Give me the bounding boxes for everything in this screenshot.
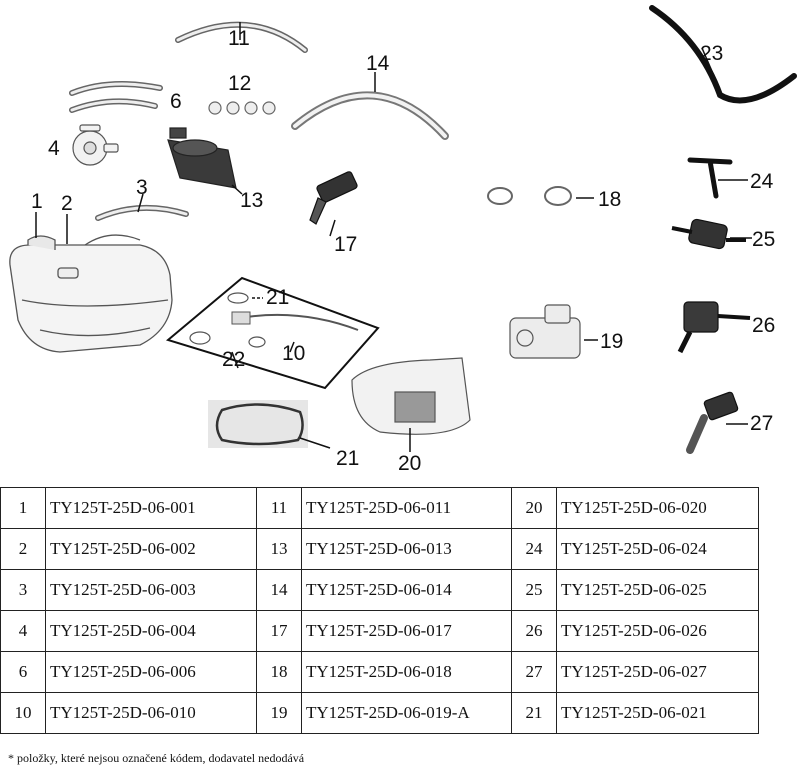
- gasket-21-drawing: [208, 400, 331, 449]
- fuel-pump-19-drawing: [509, 304, 581, 359]
- hoses-6-drawing: [69, 81, 163, 113]
- callout-26: 26: [752, 314, 775, 337]
- canister-13-drawing: [167, 127, 237, 189]
- part-code: TY125T-25D-06-006: [45, 651, 257, 693]
- callout-25: 25: [752, 228, 775, 251]
- callout-11: 11: [228, 27, 250, 50]
- sender-kit-10-drawing: [165, 276, 380, 390]
- item-number: 4: [0, 610, 46, 652]
- table-row: 2 TY125T-25D-06-002 13 TY125T-25D-06-013…: [0, 528, 759, 570]
- callout-17: 17: [334, 233, 357, 256]
- filter-25-drawing: [671, 218, 746, 250]
- part-code: TY125T-25D-06-024: [556, 528, 759, 570]
- table-row: 1 TY125T-25D-06-001 11 TY125T-25D-06-011…: [0, 487, 759, 529]
- table-row: 3 TY125T-25D-06-003 14 TY125T-25D-06-014…: [0, 569, 759, 611]
- item-number: 1: [0, 487, 46, 529]
- table-row: 6 TY125T-25D-06-006 18 TY125T-25D-06-018…: [0, 651, 759, 693]
- parts-table-body: 1 TY125T-25D-06-001 11 TY125T-25D-06-011…: [0, 487, 759, 734]
- callout-10: 10: [282, 342, 305, 365]
- callout-4: 4: [48, 137, 60, 160]
- part-code: TY125T-25D-06-001: [45, 487, 257, 529]
- clips-12-drawing: [208, 101, 276, 115]
- part-code: TY125T-25D-06-011: [301, 487, 512, 529]
- parts-table: 1 TY125T-25D-06-001 11 TY125T-25D-06-011…: [0, 487, 759, 734]
- item-number: 20: [511, 487, 557, 529]
- part-code: TY125T-25D-06-025: [556, 569, 759, 611]
- part-code: TY125T-25D-06-004: [45, 610, 257, 652]
- connector-17-drawing: [309, 171, 358, 225]
- item-number: 6: [0, 651, 46, 693]
- item-number: 27: [511, 651, 557, 693]
- callout-27: 27: [750, 412, 773, 435]
- part-code: TY125T-25D-06-002: [45, 528, 257, 570]
- part-code: TY125T-25D-06-013: [301, 528, 512, 570]
- part-code: TY125T-25D-06-019-A: [301, 692, 512, 734]
- callout-20: 20: [398, 452, 421, 475]
- valve-4-drawing: [72, 124, 119, 166]
- callout-21-sender: 21: [266, 286, 289, 309]
- callout-12: 12: [228, 72, 251, 95]
- callout-3: 3: [136, 176, 148, 199]
- item-number: 18: [256, 651, 302, 693]
- callout-24: 24: [750, 170, 774, 193]
- tee-24-drawing: [687, 157, 733, 199]
- part-code: TY125T-25D-06-027: [556, 651, 759, 693]
- callout-13: 13: [240, 189, 263, 212]
- part-code: TY125T-25D-06-003: [45, 569, 257, 611]
- callout-18: 18: [598, 188, 621, 211]
- connector-27-drawing: [686, 391, 739, 454]
- item-number: 21: [511, 692, 557, 734]
- item-number: 10: [0, 692, 46, 734]
- fuel-tank-drawing: [9, 234, 173, 353]
- hose-23-drawing: [649, 5, 797, 104]
- callout-22: 22: [222, 348, 245, 371]
- item-number: 17: [256, 610, 302, 652]
- table-row: 4 TY125T-25D-06-004 17 TY125T-25D-06-017…: [0, 610, 759, 652]
- clamps-18-drawing: [487, 186, 572, 206]
- item-number: 24: [511, 528, 557, 570]
- leader-lines: [137, 22, 721, 369]
- callout-21-gasket: 21: [336, 447, 359, 470]
- part-20-drawing: [351, 357, 471, 435]
- item-number: 14: [256, 569, 302, 611]
- exploded-parts-diagram: 1 2 3 4 6 10 11 12 13 14 17 18 19 20 21 …: [9, 5, 797, 475]
- callout-6: 6: [170, 90, 182, 113]
- callout-19: 19: [600, 330, 623, 353]
- callout-14: 14: [366, 52, 390, 75]
- item-number: 11: [256, 487, 302, 529]
- item-number: 26: [511, 610, 557, 652]
- part-code: TY125T-25D-06-021: [556, 692, 759, 734]
- part-code: TY125T-25D-06-010: [45, 692, 257, 734]
- item-number: 2: [0, 528, 46, 570]
- item-number: 13: [256, 528, 302, 570]
- callout-2: 2: [61, 192, 73, 215]
- valve-26-drawing: [677, 301, 751, 354]
- item-number: 25: [511, 569, 557, 611]
- footnote: * položky, které nejsou označené kódem, …: [8, 751, 305, 765]
- callout-1: 1: [31, 190, 43, 213]
- part-code: TY125T-25D-06-018: [301, 651, 512, 693]
- table-row: 10 TY125T-25D-06-010 19 TY125T-25D-06-01…: [0, 692, 759, 734]
- part-code: TY125T-25D-06-026: [556, 610, 759, 652]
- item-number: 3: [0, 569, 46, 611]
- callout-23: 23: [700, 42, 723, 65]
- part-code: TY125T-25D-06-014: [301, 569, 512, 611]
- part-code: TY125T-25D-06-020: [556, 487, 759, 529]
- part-code: TY125T-25D-06-017: [301, 610, 512, 652]
- item-number: 19: [256, 692, 302, 734]
